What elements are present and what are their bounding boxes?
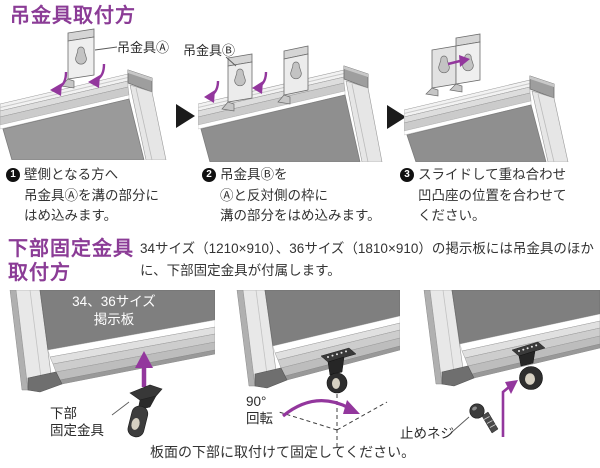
rotate-arrow-icon: [281, 399, 360, 418]
section-bottom-title: 下部固定金具 取付方: [8, 238, 134, 285]
step-1-text: 壁側となる方へ 吊金具Ⓐを溝の部分に はめ込みます。: [24, 167, 159, 224]
label-leader-line: [451, 416, 470, 433]
step-2: 2 吊金具Ⓑを Ⓐと反対側の枠に 溝の部分をはめ込みます。: [202, 165, 416, 227]
bottom-bracket-label: 下部 固定金具: [50, 406, 104, 438]
step-1: 1 壁側となる方へ 吊金具Ⓐを溝の部分に はめ込みます。: [6, 165, 210, 227]
set-screw-icon: [469, 403, 499, 434]
bracket-b-label: 吊金具Ⓑ: [183, 43, 236, 58]
top-frame-rail: [0, 69, 167, 160]
section-bottom-intro: 34サイズ（1210×910）、36サイズ（1810×910）の掲示板には吊金具…: [140, 241, 594, 278]
insert-arrow-icon: [50, 63, 106, 96]
step-3-text: スライドして重ね合わせ 凹凸座の位置を合わせて ください。: [418, 167, 567, 224]
label-leader-line: [225, 56, 237, 67]
set-screw-label: 止めネジ: [400, 426, 454, 441]
board-bottom-frame: [423, 290, 600, 387]
top-frame-rail: [198, 65, 383, 162]
bottom-fixing-bracket-icon: [127, 384, 163, 438]
step-2-text: 吊金具Ⓑを Ⓐと反対側の枠に 溝の部分をはめ込みます。: [220, 167, 381, 224]
bottom-fixing-bracket-icon: [511, 341, 546, 390]
footer-note: 板面の下部に取付けて固定してください。: [150, 444, 416, 460]
hanging-step3-illustration: [404, 33, 569, 162]
section-hanging-title: 吊金具取付方: [10, 5, 136, 27]
bottom-fixing-bracket-icon: [320, 347, 357, 394]
screw-direction-arrow-icon: [501, 380, 518, 437]
hanging-bracket-a-icon: [277, 45, 309, 105]
rotate-90-label: 90° 回転: [246, 394, 273, 426]
step-3: 3 スライドして重ね合わせ 凹凸座の位置を合わせて ください。: [400, 165, 600, 227]
up-arrow-icon: [135, 351, 153, 387]
slide-arrow-icon: [447, 55, 470, 67]
insert-arrow-icon: [204, 71, 268, 103]
hanging-bracket-b-icon: [221, 53, 253, 112]
label-leader-line: [111, 401, 130, 416]
bottom-step3-illustration: [423, 290, 600, 437]
hanging-step2-illustration: [198, 45, 383, 162]
hanging-bracket-a-icon: [60, 28, 95, 89]
hanging-step1-illustration: [0, 28, 167, 160]
bottom-step2-illustration: [236, 290, 400, 447]
top-frame-rail: [404, 75, 569, 162]
step-2-number-badge: 2: [202, 168, 216, 182]
board-bottom-frame: [236, 290, 400, 389]
step-3-number-badge: 3: [400, 168, 414, 182]
board-size-label: 34、36サイズ 掲示板: [72, 294, 156, 327]
bottom-step1-illustration: [9, 290, 215, 438]
step-1-number-badge: 1: [6, 168, 20, 182]
bracket-a-label: 吊金具Ⓐ: [117, 40, 170, 55]
overlapped-brackets-icon: [425, 33, 481, 97]
next-step-arrow-icon: [387, 105, 406, 129]
label-leader-line: [94, 46, 118, 51]
next-step-arrow-icon: [176, 104, 195, 128]
